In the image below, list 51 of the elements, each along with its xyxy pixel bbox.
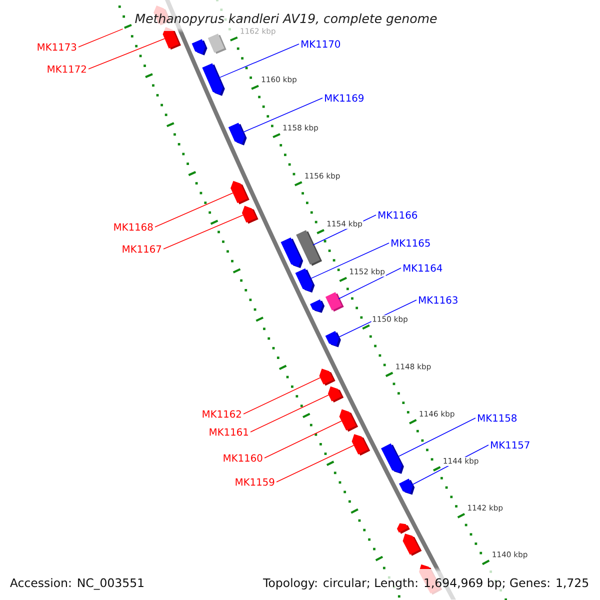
gene-label: MK1163 xyxy=(419,296,458,304)
leader-line xyxy=(276,445,354,482)
gene-label: MK1159 xyxy=(236,478,274,486)
accession-text: Accession: NC_003551 xyxy=(10,578,144,590)
leader-line xyxy=(264,420,342,458)
gene-block xyxy=(242,206,258,224)
gene-block xyxy=(339,409,358,432)
gene-block xyxy=(228,122,247,146)
gene-label: MK1162 xyxy=(202,410,241,418)
gene-label: MK1172 xyxy=(48,65,86,73)
gene-block xyxy=(310,299,325,313)
gene-label: MK1157 xyxy=(491,441,530,449)
gene-label: MK1169 xyxy=(325,94,364,102)
gene-label: MK1170 xyxy=(302,40,340,48)
leader-line xyxy=(338,268,402,300)
leader-line xyxy=(243,377,321,414)
leader-line xyxy=(242,98,323,133)
gene-block xyxy=(398,478,415,495)
leader-line xyxy=(78,28,124,48)
gene-block xyxy=(192,39,208,56)
gene-block xyxy=(328,386,344,403)
gene-block xyxy=(202,63,225,96)
gene-block xyxy=(352,434,370,456)
gene-block xyxy=(396,523,410,534)
leader-line xyxy=(163,214,244,250)
leader-line xyxy=(250,394,329,432)
gene-block xyxy=(381,443,404,474)
gene-block xyxy=(230,180,250,204)
gene-label: MK1164 xyxy=(404,264,442,272)
gene-box xyxy=(208,34,226,54)
title: Methanopyrus kandleri AV19, complete genome xyxy=(135,13,437,26)
gene-label: MK1161 xyxy=(210,428,248,436)
gene-block xyxy=(319,368,336,386)
gene-block xyxy=(162,26,181,50)
gene-label: MK1168 xyxy=(114,223,153,231)
gene-label: MK1167 xyxy=(122,245,162,253)
gene-block xyxy=(280,237,304,268)
gene-label: MK1158 xyxy=(478,414,517,422)
gene-label: MK1160 xyxy=(224,454,262,462)
gene-block xyxy=(325,331,341,348)
genome-summary-text: Topology: circular; Length: 1,694,969 bp; Genes: 1,725 xyxy=(263,578,588,590)
gene-label: MK1173 xyxy=(38,43,76,51)
gene-label: MK1165 xyxy=(392,239,430,247)
gene-block xyxy=(295,268,315,293)
leader-line xyxy=(218,44,300,78)
gene-label: MK1166 xyxy=(378,211,418,219)
leader-line xyxy=(310,242,390,280)
gene-block xyxy=(402,534,422,556)
leader-line xyxy=(397,418,476,458)
gene-box xyxy=(325,292,344,312)
leader-line xyxy=(154,192,234,228)
